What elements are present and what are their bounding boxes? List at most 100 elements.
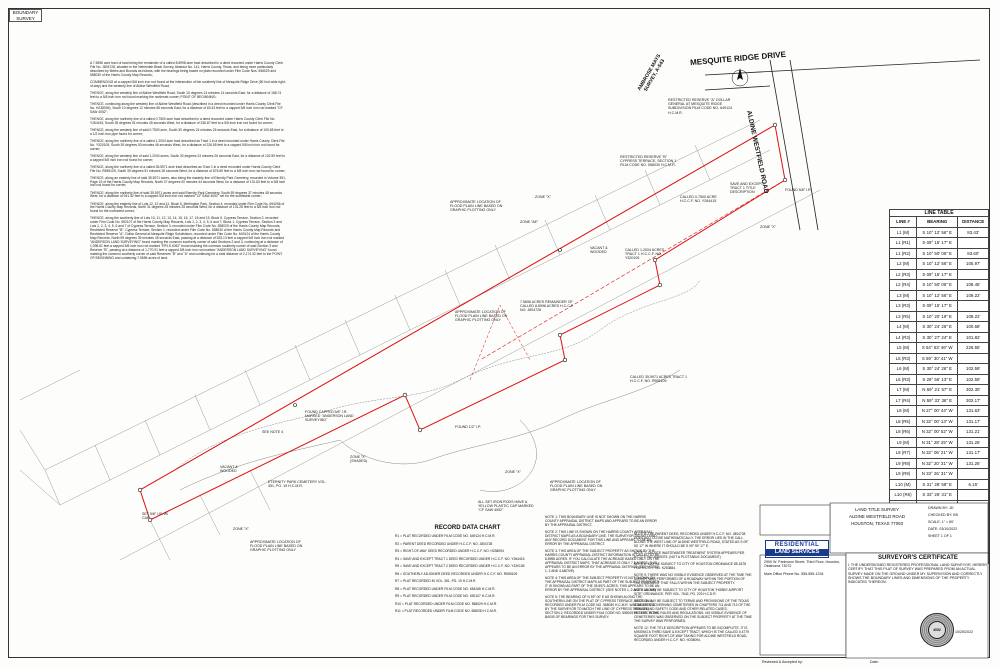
description-para-9: THENCE, along an easterly line of said 3… xyxy=(90,175,286,188)
label-zone-x-2: ZONE "X" xyxy=(760,225,776,229)
sheet-title-box: BOUNDARY SURVEY xyxy=(9,9,42,22)
record-data-item: R8 = PLAT RECORDED UNDER FILM CODE NO. 6… xyxy=(395,586,496,591)
record-data-item: R9 = PLAT RECORDED UNDER FILM CODE NO. 5… xyxy=(395,594,496,598)
line-table-cell: 83.43' xyxy=(957,226,989,238)
lot-lines xyxy=(19,119,821,561)
note-item: NOTE 4: THIS AREA OF THE SUBJECT PROPERT… xyxy=(545,576,660,592)
company-phone: Main Office Phone No. 555-555-1234 xyxy=(764,572,824,576)
flood-plain-line-2 xyxy=(179,369,681,491)
label-zone-x-1: ZONE "X" xyxy=(535,195,551,199)
label-flood-3: APPROXIMATE LOCATION OF FLOOD PLAIN LINE… xyxy=(550,480,603,493)
record-data-item: R2 = PARENT DEED RECORDED UNDER H.C.C.F.… xyxy=(395,541,493,546)
note-item: NOTE 12: THE TITLE DESCRIPTION APPEARS T… xyxy=(634,626,749,642)
description-para-11: THENCE, along the easterly line of Lots … xyxy=(90,201,285,214)
label-save-except: SAVE AND EXCEPT TRACT 1 TITLE DESCRIPTIO… xyxy=(730,182,764,195)
company-logo: RESIDENTIAL LAND SERVICES xyxy=(765,540,829,558)
record-data-chart: RECORD DATA CHART R1 = PLAT RECORDED UND… xyxy=(395,525,540,617)
record-data-title: RECORD DATA CHART xyxy=(434,525,501,531)
record-data-item: R10 = PLAT RECORDED UNDER FILM CODE NO. … xyxy=(395,601,498,606)
description-para-4: THENCE, along the northerly line of a ca… xyxy=(90,116,276,125)
line-table-header: DISTANCE xyxy=(957,216,989,228)
date: DATE: 03/10/2022 xyxy=(928,527,958,531)
sheet-border xyxy=(8,8,990,658)
line-table-cell: S 10° 12' 56" E xyxy=(916,226,959,238)
certificate-title: SURVEYOR'S CERTIFICATE xyxy=(878,555,958,561)
reviewed-by: Reviewed & Accepted by: xyxy=(762,660,803,664)
label-vacant-1: VACANT & WOODED xyxy=(220,465,238,474)
label-zone-shaded: ZONE "X" (SHADED) xyxy=(350,455,368,464)
label-reserve-b: RESTRICTED RESERVE "B" CYPRESS TERRACE, … xyxy=(620,155,677,168)
record-data-item: R11 = PLAT RECORDED UNDER FILM CODE NO. … xyxy=(395,609,497,613)
line-table-cell: S 09° 15' 17" E xyxy=(916,237,959,249)
record-data-item: R7 = PLAT RECORDED IN VOL. 351, PG. 19 H… xyxy=(395,579,477,583)
label-all-set: ALL SET IRON RODS HAVE A YELLOW PLASTIC … xyxy=(478,500,534,513)
description-para-1: COMMENCING at a capped 5/8 inch iron rod… xyxy=(90,79,286,88)
label-cemetery: ETERNITY PARK CEMETERY VOL. 351, PG. 19 … xyxy=(268,480,327,489)
notes-column-1: NOTE 1: THIS BOUNDARY LINE IS NOT SHOWN … xyxy=(545,515,660,622)
record-data-item: R6 = SOUTHERLY ADJOINER DEED RECORDED UN… xyxy=(395,571,518,576)
logo-top: RESIDENTIAL xyxy=(774,542,820,548)
label-remainder: 7.5696 ACRES REMAINDER OF CALLED 8.8998 … xyxy=(520,300,574,313)
description-para-8: THENCE, along the northerly line of a ca… xyxy=(90,164,286,173)
description-para-3: THENCE, continuing along the westerly li… xyxy=(90,101,283,114)
save-except-line xyxy=(469,304,531,381)
label-called-075: CALLED 0.7500 ACRE H.C.C.F. NO. Y264415 xyxy=(680,195,717,204)
description-para-5: THENCE, along the westerly line of said … xyxy=(90,127,284,136)
north-arrow-icon xyxy=(731,68,749,87)
line-table-header: BEARING xyxy=(916,216,959,228)
scale: SCALE: 1" = 60' xyxy=(928,520,954,524)
label-found-pipe: FOUND 1/2" I.P. xyxy=(455,425,481,429)
legal-description: A 7.5696 acre tract of land being the re… xyxy=(90,61,286,264)
label-set-rod: SET 5/8" I.R. W/ CAP xyxy=(142,512,169,521)
line-table-cell xyxy=(957,237,989,249)
description-para-6: THENCE, along the northerly line of a ca… xyxy=(90,138,285,151)
sheet-title-line1: BOUNDARY xyxy=(12,10,39,15)
description-para-7: THENCE, along the westerly line of said … xyxy=(90,153,286,162)
sheet-title-line2: SURVEY xyxy=(16,15,35,21)
label-found-capped: FOUND CAPPED 5/8" I.R. MARKED "ANDERSON … xyxy=(305,410,354,423)
drawn-by: DRAWN BY: JD xyxy=(928,506,954,510)
corner-markers xyxy=(137,122,788,523)
label-vacant-2: VACANT & WOODED xyxy=(590,246,608,255)
logo-bottom: LAND SERVICES xyxy=(766,549,828,556)
note-item: NOTE 10: MAY BE SUBJECT TO CITY OF HOUST… xyxy=(634,588,744,596)
note-item: NOTE 3: THIS AREA OF THE SUBJECT PROPERT… xyxy=(545,549,660,573)
sheet-number: SHEET 1 OF 1 xyxy=(928,534,952,538)
line-table-row: L1 (R1)S 09° 15' 17" E xyxy=(888,237,989,249)
flood-plain-line xyxy=(174,279,701,471)
project-road: ALDINE WESTFIELD ROAD xyxy=(848,514,906,519)
aldine-road-lines xyxy=(704,59,981,231)
label-zone-ae: ZONE "AE" xyxy=(520,220,539,224)
label-flood-2: APPROXIMATE LOCATION OF FLOOD PLAIN LINE… xyxy=(455,310,508,323)
note-item: NOTE 5: THE BEARING OF N 59° 00' E AS SH… xyxy=(545,595,660,619)
company-address: 2900 W. Parkmoor Street, Third Floor, Ho… xyxy=(764,560,840,569)
line-table-title: LINE TABLE xyxy=(889,209,989,216)
description-para-2: THENCE, along the westerly line of Aldin… xyxy=(90,90,282,99)
note-item: NOTE 6: THE PARENT DEED, RECORDED UNDER … xyxy=(634,532,749,548)
checked-by: CHECKED BY: KB xyxy=(928,513,958,517)
record-data-item: R3 = RIGHT-OF-WAY DEED RECORDED UNDER H.… xyxy=(395,549,504,553)
description-intro: A 7.5696 acre tract of land being the re… xyxy=(90,61,283,77)
note-item: NOTE 8: MAY BE SUBJECT TO CITY OF HOUSTO… xyxy=(634,562,747,570)
project-title: LAND TITLE SURVEY xyxy=(854,507,899,512)
label-reserve-a: RESTRICTED RESERVE "A" DOLLAR GENERAL AT… xyxy=(668,98,733,115)
label-flood-1: APPROXIMATE LOCATION OF FLOOD PLAIN LINE… xyxy=(450,200,503,213)
record-data-item: R1 = PLAT RECORDED UNDER FILM CODE NO. 6… xyxy=(395,534,496,538)
date-signed: 10/25/2022 xyxy=(955,630,973,634)
note-item: NOTE 2: THIS LINE IS SHOWN ON THE HARRIS… xyxy=(545,530,657,546)
certificate-text: I, THE UNDERSIGNED REGISTERED PROFESSION… xyxy=(848,563,988,585)
label-flood-4: APPROXIMATE LOCATION OF FLOOD PLAIN LINE… xyxy=(250,540,303,553)
record-data-item: R5 = SAVE AND EXCEPT TRACT 2 DEED RECORD… xyxy=(395,564,525,568)
seal-number: 4052 xyxy=(928,621,946,639)
label-zone-x-3: ZONE "X" xyxy=(505,470,521,474)
label-called-12: CALLED 1.2004 ACRES TRACT 1 H.C.C.F. NO.… xyxy=(625,248,665,261)
note-item: NOTE 7: ON-SITE WASTEWATER TREATMENT SYS… xyxy=(634,551,745,559)
note-item: NOTE 11: MAY BE SUBJECT TO TERMS AND PRO… xyxy=(634,599,752,623)
note-item: NOTE 1: THIS BOUNDARY LINE IS NOT SHOWN … xyxy=(545,515,657,527)
project-city: HOUSTON, TEXAS 77093 xyxy=(850,521,904,526)
